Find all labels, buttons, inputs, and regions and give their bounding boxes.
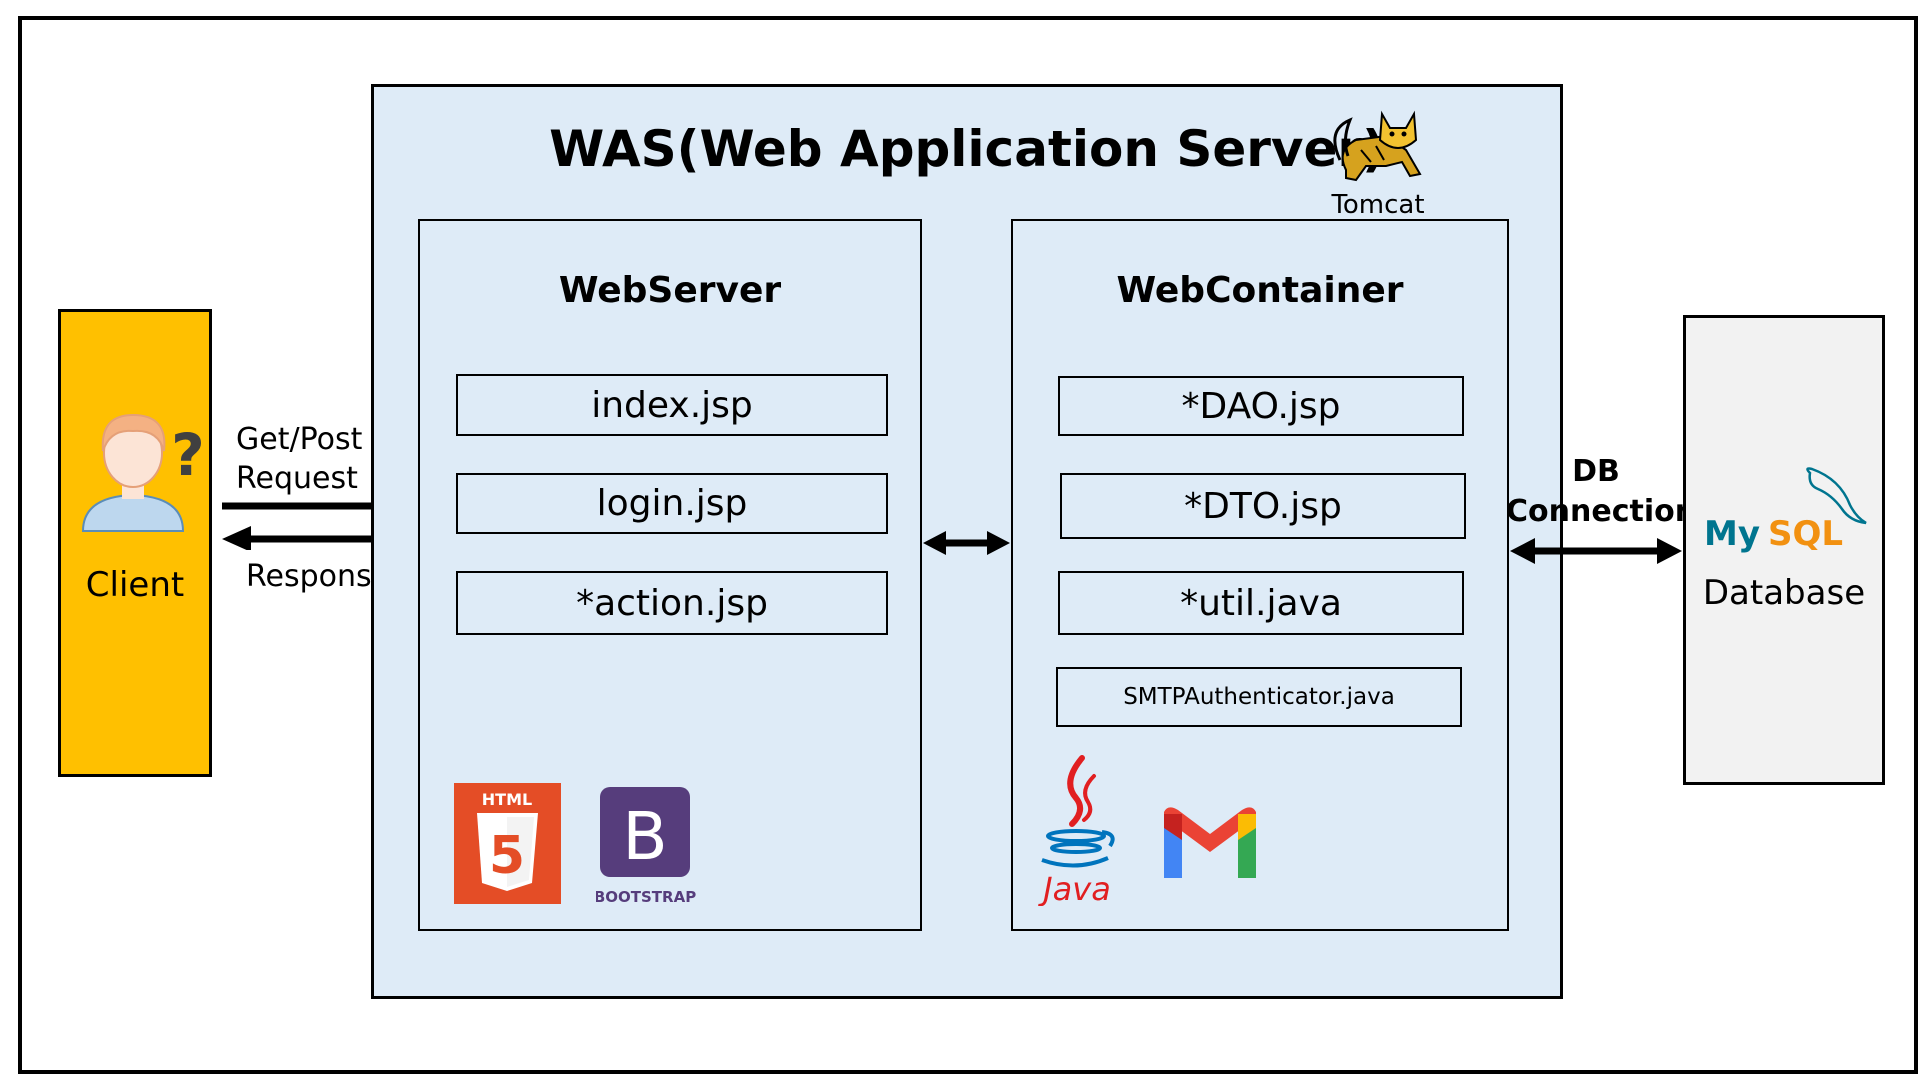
bootstrap-logo-letter: B [622, 798, 667, 875]
db-connection-label-line2: Connection [1506, 494, 1697, 529]
database-box [1683, 315, 1885, 785]
file-dao-jsp: *DAO.jsp [1058, 376, 1464, 436]
webserver-title: WebServer [558, 270, 782, 311]
bootstrap-logo-text: BOOTSTRAP [596, 888, 696, 906]
db-connection-arrow [1510, 538, 1682, 564]
tomcat-label: Tomcat [1331, 190, 1425, 220]
client-box [58, 309, 212, 777]
file-util-java: *util.java [1058, 571, 1464, 635]
file-dto-jsp: *DTO.jsp [1060, 473, 1466, 539]
file-index-jsp: index.jsp [456, 374, 888, 436]
was-title: WAS(Web Application Server) [549, 120, 1385, 178]
request-label-line2: Request [236, 461, 358, 496]
tomcat-icon [1333, 110, 1422, 182]
file-smtp-authenticator-java: SMTPAuthenticator.java [1056, 667, 1462, 727]
bootstrap-logo-icon: B BOOTSTRAP [596, 787, 696, 906]
svg-text:?: ? [171, 421, 205, 489]
html5-logo-number: 5 [489, 826, 525, 886]
webcontainer-title: WebContainer [1116, 270, 1404, 311]
mysql-logo-my: My [1704, 514, 1760, 554]
html5-logo-text: HTML [482, 790, 532, 809]
file-action-jsp: *action.jsp [456, 571, 888, 635]
mysql-logo-icon: My SQL [1704, 467, 1867, 554]
database-label: Database [1702, 573, 1866, 613]
mysql-logo-sql: SQL [1768, 514, 1843, 554]
java-logo-text: Java [1037, 870, 1111, 906]
db-connection-label-line1: DB [1572, 454, 1620, 489]
request-label-line1: Get/Post [236, 422, 363, 457]
webserver-container-arrow [923, 531, 1010, 555]
java-logo-icon: Java [1037, 755, 1115, 906]
client-label: Client [85, 565, 185, 605]
response-label: Response [246, 559, 391, 594]
gmail-icon [1164, 807, 1256, 878]
file-login-jsp: login.jsp [456, 473, 888, 534]
confused-user-icon: ? [81, 413, 205, 532]
html5-logo-icon: HTML 5 [454, 783, 561, 904]
